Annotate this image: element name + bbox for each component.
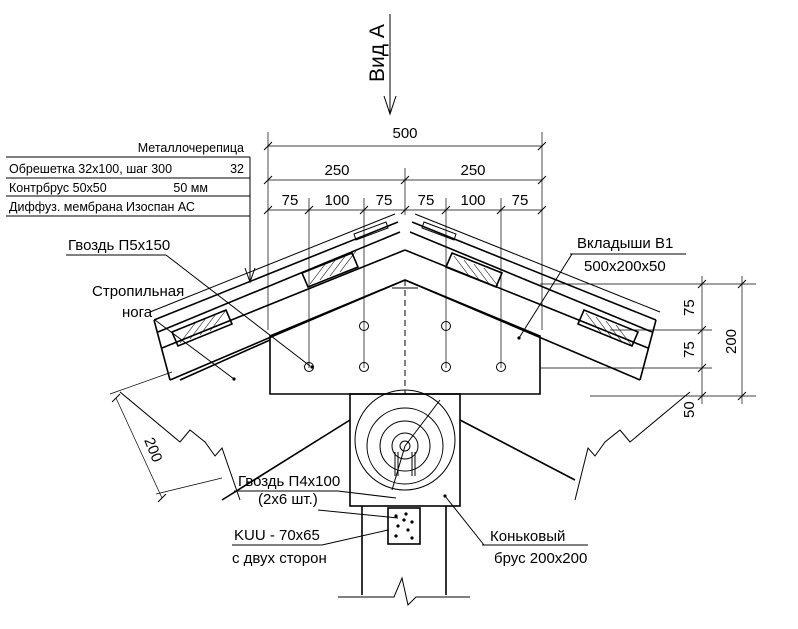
counter-batten-left-1 — [170, 308, 234, 348]
bolt-hole — [441, 321, 451, 331]
label-ridge: Коньковый брус 200х200 — [444, 495, 588, 567]
insert-plates — [232, 279, 541, 395]
dim-half-right: 250 — [460, 162, 485, 179]
label-nail-small: Гвоздь П4х100 (2х6 шт.) — [234, 473, 399, 519]
layer-batten-value: 32 — [230, 162, 244, 176]
dim-seg-2: 100 — [324, 192, 349, 209]
dim-half-left: 250 — [324, 162, 349, 179]
dim-right-b: 75 — [681, 341, 698, 358]
ridge-line2: брус 200х200 — [494, 550, 587, 567]
view-a-indicator: Вид А — [366, 14, 397, 116]
bracket-line2: с двух сторон — [232, 550, 327, 567]
bolt-hole — [359, 321, 369, 331]
roof-right-slope — [404, 213, 691, 501]
view-a-label: Вид А — [366, 24, 389, 82]
dim-total-500: 500 — [392, 125, 417, 142]
layer-legend: Металлочерепица Обрешетка 32х100, шаг 30… — [6, 141, 256, 284]
ridge-line1: Коньковый — [490, 528, 565, 545]
label-rafter: Стропильная нога — [92, 283, 235, 380]
label-bracket: KUU - 70х65 с двух сторон — [232, 527, 389, 567]
dim-seg-6: 75 — [512, 192, 529, 209]
counter-batten-right-2 — [576, 308, 640, 348]
dim-right-total: 200 — [723, 329, 740, 354]
ridge-beam — [349, 389, 461, 507]
view-arrow-icon — [383, 95, 397, 116]
counter-batten-left-2 — [300, 250, 360, 289]
bolt-hole — [441, 362, 451, 372]
layer-membrane: Диффуз. мембрана — [9, 200, 123, 214]
top-dimensions: 500 250 250 75 100 75 75 100 75 — [263, 125, 547, 368]
layer-membrane-product: Изоспан АС — [126, 200, 195, 214]
inserts-title: Вкладыши В1 — [577, 235, 673, 252]
nail-rafter-text: Гвоздь П5х150 — [68, 237, 170, 254]
bolt-hole — [359, 362, 369, 372]
rafter-dim-value: 200 — [140, 435, 165, 465]
rafter-line2: нога — [122, 304, 153, 321]
nail-small-line2: (2х6 шт.) — [258, 491, 318, 508]
bracket-line1: KUU - 70х65 — [234, 527, 320, 544]
post — [338, 506, 470, 606]
layer-counter: Контрбрус 50х50 — [9, 181, 107, 195]
layer-roofing: Металлочерепица — [138, 141, 244, 155]
dim-seg-4: 75 — [418, 192, 435, 209]
layer-counter-value: 50 мм — [173, 181, 208, 195]
dim-seg-3: 75 — [376, 192, 393, 209]
dim-seg-1: 75 — [282, 192, 299, 209]
layer-batten: Обрешетка 32х100, шаг 300 — [9, 162, 172, 176]
nail-small-line1: Гвоздь П4х100 — [238, 473, 340, 490]
counter-batten-right-1 — [444, 251, 504, 289]
label-nail-rafter: Гвоздь П5х150 — [66, 237, 311, 367]
dim-right-c: 50 — [681, 401, 698, 418]
inserts-size: 500х200х50 — [584, 258, 666, 275]
dim-seg-5: 100 — [460, 192, 485, 209]
rafter-line1: Стропильная — [92, 283, 184, 300]
rafter-dimension: 200 — [109, 371, 223, 503]
bolt-hole — [496, 362, 506, 372]
right-dimensions: 75 75 50 200 — [540, 276, 756, 418]
label-inserts: Вкладыши В1 500х200х50 — [518, 235, 686, 339]
kuu-bracket — [387, 507, 421, 545]
dim-right-a: 75 — [681, 299, 698, 316]
